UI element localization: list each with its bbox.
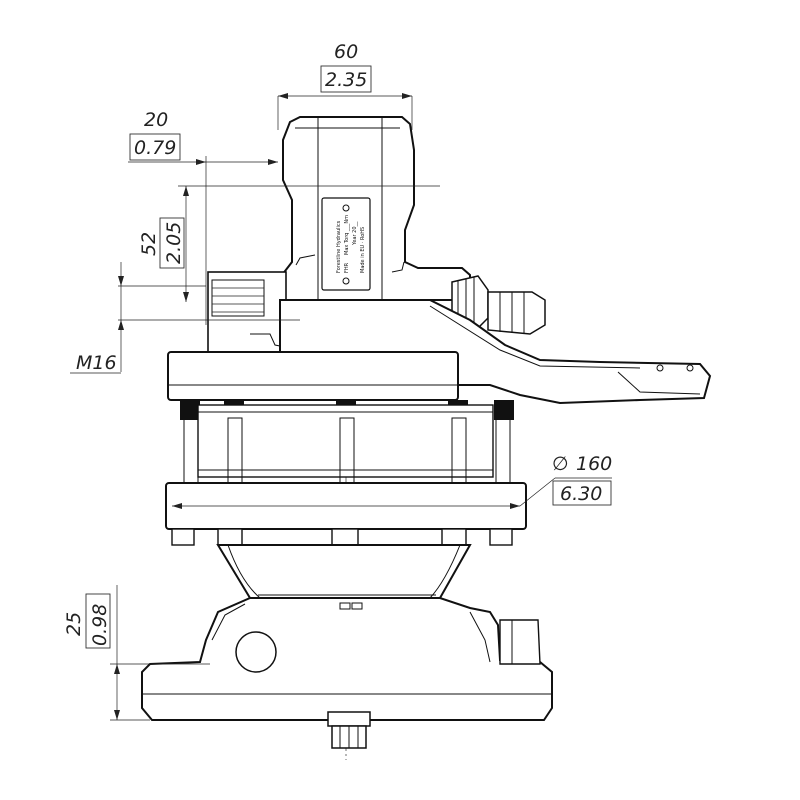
nameplate-brand: Forestline Hydraulics [336,220,342,273]
nameplate-line3: Made in EU · RoHS [360,227,366,273]
rivet-top [342,204,350,212]
nameplate: Forestline Hydraulics FHR Max Torq ___Nm… [321,197,371,291]
nameplate-line2: Year 20__ [352,221,358,246]
lower-flange [165,482,527,546]
thread-label: M16 [76,352,117,374]
base-housing [141,597,553,721]
offset-inch: 0.79 [134,137,176,159]
diameter-mm: 160 [576,453,612,475]
thread-callout: M16 [70,262,300,374]
height-dimension: 52 2.05 [118,185,440,302]
top-flange [167,351,460,401]
height-inch: 2.05 [163,222,185,264]
top-width-dimension: 60 2.35 [277,41,413,130]
diameter-inch: 6.30 [560,483,602,505]
offset-inch-box [129,133,181,161]
base-port [235,631,277,673]
top-width-inch-box [320,65,372,93]
port-block [207,271,291,359]
bearing-cylinder [183,404,511,485]
height-mm: 52 [138,232,160,256]
diameter-inch-box [552,480,612,506]
bolt-hole [686,364,694,372]
motor-housing [281,116,471,301]
offset-mm: 20 [144,109,168,131]
base-height-inch: 0.98 [89,604,111,646]
base-height-inch-box [85,593,111,649]
diameter-dimension: ∅ 160 6.30 [172,453,612,509]
swivel-dome [216,544,472,599]
nameplate-model: FHR [344,262,350,273]
base-height-dimension: 25 0.98 [63,585,210,721]
output-shaft [327,711,371,749]
diameter-symbol: ∅ [552,453,569,475]
nameplate-line1: Max Torq ___Nm [344,215,350,255]
height-inch-box [159,217,185,269]
bolt-hole [656,364,664,372]
top-width-inch: 2.35 [325,69,367,91]
top-width-mm: 60 [334,41,358,63]
rivet-bottom [342,277,350,285]
base-height-mm: 25 [63,612,85,636]
offset-dimension: 20 0.79 [128,109,278,325]
